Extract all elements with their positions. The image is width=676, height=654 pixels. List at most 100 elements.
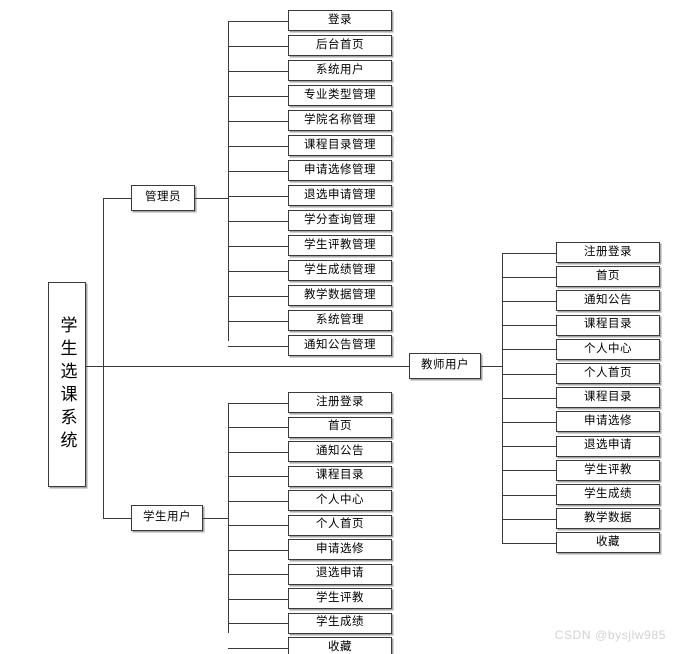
admin-leaf-connector — [228, 320, 288, 322]
admin-leaf-connector — [228, 70, 288, 72]
student-leaf-node[interactable]: 注册登录 — [288, 392, 392, 413]
admin-leaf-label: 系统管理 — [316, 313, 364, 326]
admin-leaf-node[interactable]: 后台首页 — [288, 35, 392, 56]
teacher-leaf-node[interactable]: 个人首页 — [556, 363, 660, 384]
admin-leaf-label: 学生评教管理 — [304, 238, 376, 251]
role-node-teacher[interactable]: 教师用户 — [409, 353, 481, 379]
teacher-leaf-label: 收藏 — [596, 536, 620, 549]
teacher-leaf-label: 申请选修 — [584, 415, 632, 428]
admin-leaf-node[interactable]: 教学数据管理 — [288, 285, 392, 306]
student-leaf-connector — [228, 574, 288, 575]
student-leaf-connector — [228, 525, 288, 526]
teacher-leaf-node[interactable]: 学生评教 — [556, 459, 660, 481]
student-leaf-connector — [228, 623, 288, 624]
student-leaf-connector — [228, 476, 288, 477]
student-leaf-label: 退选申请 — [316, 567, 364, 580]
teacher-leaf-node[interactable]: 课程目录 — [556, 387, 660, 409]
teacher-leaf-connector — [502, 470, 556, 472]
admin-leaf-node[interactable]: 系统用户 — [288, 60, 392, 81]
student-leaf-label: 首页 — [328, 420, 352, 433]
teacher-leaf-connector — [502, 373, 556, 375]
admin-leaf-node[interactable]: 学分查询管理 — [288, 210, 392, 231]
student-leaf-connector — [228, 451, 288, 453]
teacher-leaf-label: 退选申请 — [584, 439, 632, 452]
admin-leaf-node[interactable]: 学生评教管理 — [288, 235, 392, 256]
admin-leaf-label: 学院名称管理 — [304, 113, 376, 126]
student-leaf-node[interactable]: 课程目录 — [288, 465, 392, 487]
student-leaf-node[interactable]: 个人首页 — [288, 514, 392, 536]
student-to-branch-line — [203, 518, 229, 519]
student-leaf-connector — [228, 500, 288, 502]
admin-leaf-node[interactable]: 退选申请管理 — [288, 185, 392, 206]
admin-to-branch-line — [195, 198, 229, 199]
admin-leaf-node[interactable]: 系统管理 — [288, 310, 392, 331]
root-node[interactable]: 学生选课系统 — [48, 282, 86, 487]
role-node-admin-label: 管理员 — [145, 191, 181, 204]
teacher-leaf-label: 学生成绩 — [584, 487, 632, 500]
admin-leaf-label: 登录 — [328, 13, 352, 26]
role-node-admin[interactable]: 管理员 — [131, 185, 195, 211]
student-leaf-label: 收藏 — [328, 640, 352, 653]
student-leaf-connector — [228, 427, 288, 428]
teacher-leaf-node[interactable]: 申请选修 — [556, 411, 660, 433]
student-leaf-node[interactable]: 学生评教 — [288, 588, 392, 609]
admin-leaf-label: 学分查询管理 — [304, 213, 376, 226]
teacher-leaf-node[interactable]: 注册登录 — [556, 242, 660, 263]
admin-leaf-connector — [228, 295, 288, 297]
teacher-leaf-node[interactable]: 首页 — [556, 266, 660, 288]
admin-leaf-connector — [228, 45, 288, 47]
teacher-leaf-connector — [502, 494, 556, 496]
admin-leaf-connector — [228, 170, 288, 172]
student-leaf-label: 注册登录 — [316, 395, 364, 408]
teacher-leaf-connector — [502, 397, 556, 399]
teacher-leaf-label: 课程目录 — [584, 390, 632, 403]
teacher-leaf-connector — [502, 252, 556, 254]
teacher-leaf-label: 个人首页 — [584, 366, 632, 379]
teacher-leaf-connector — [502, 276, 556, 278]
student-leaf-node[interactable]: 学生成绩 — [288, 612, 392, 634]
student-leaf-label: 个人首页 — [316, 518, 364, 531]
admin-leaf-label: 退选申请管理 — [304, 188, 376, 201]
teacher-leaf-node[interactable]: 个人中心 — [556, 338, 660, 360]
student-branch-trunk — [228, 403, 229, 633]
teacher-leaf-node[interactable]: 学生成绩 — [556, 484, 660, 505]
admin-leaf-node[interactable]: 学生成绩管理 — [288, 260, 392, 281]
admin-role-connector — [103, 198, 131, 199]
admin-leaf-node[interactable]: 登录 — [288, 10, 392, 31]
student-leaf-connector — [228, 402, 288, 404]
admin-leaf-node[interactable]: 课程目录管理 — [288, 135, 392, 156]
admin-leaf-label: 课程目录管理 — [304, 138, 376, 151]
teacher-leaf-label: 首页 — [596, 269, 620, 282]
watermark-label: CSDN @bysjlw985 — [554, 628, 666, 642]
student-leaf-label: 学生评教 — [316, 591, 364, 604]
student-leaf-connector — [228, 549, 288, 551]
teacher-leaf-label: 课程目录 — [584, 318, 632, 331]
teacher-leaf-node[interactable]: 收藏 — [556, 532, 660, 554]
student-leaf-node[interactable]: 个人中心 — [288, 490, 392, 511]
teacher-leaf-node[interactable]: 通知公告 — [556, 290, 660, 312]
student-leaf-label: 个人中心 — [316, 493, 364, 506]
student-leaf-node[interactable]: 首页 — [288, 416, 392, 438]
student-leaf-label: 课程目录 — [316, 469, 364, 482]
student-leaf-node[interactable]: 退选申请 — [288, 563, 392, 585]
admin-leaf-label: 申请选修管理 — [304, 163, 376, 176]
admin-leaf-node[interactable]: 通知公告管理 — [288, 335, 392, 356]
student-leaf-label: 学生成绩 — [316, 616, 364, 629]
student-leaf-node[interactable]: 收藏 — [288, 637, 392, 654]
teacher-leaf-label: 学生评教 — [584, 463, 632, 476]
role-node-student[interactable]: 学生用户 — [131, 505, 203, 531]
admin-leaf-node[interactable]: 申请选修管理 — [288, 160, 392, 181]
student-leaf-node[interactable]: 申请选修 — [288, 539, 392, 560]
admin-leaf-node[interactable]: 学院名称管理 — [288, 110, 392, 131]
teacher-leaf-node[interactable]: 退选申请 — [556, 435, 660, 457]
admin-leaf-node[interactable]: 专业类型管理 — [288, 85, 392, 106]
student-leaf-node[interactable]: 通知公告 — [288, 441, 392, 462]
admin-leaf-label: 学生成绩管理 — [304, 263, 376, 276]
admin-leaf-connector — [228, 220, 288, 222]
root-connector-line — [86, 366, 104, 367]
teacher-leaf-label: 教学数据 — [584, 511, 632, 524]
teacher-leaf-node[interactable]: 课程目录 — [556, 314, 660, 336]
teacher-leaf-node[interactable]: 教学数据 — [556, 508, 660, 530]
main-trunk-line — [103, 198, 104, 518]
